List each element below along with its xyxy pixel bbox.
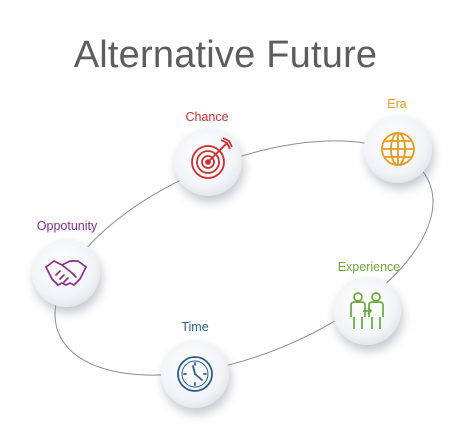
node-experience[interactable] (333, 277, 401, 345)
handshake-icon (45, 260, 87, 286)
node-label-experience: Experience (337, 260, 401, 274)
node-opportunity[interactable] (32, 239, 100, 307)
globe-icon (381, 132, 415, 166)
page-title: Alternative Future (73, 34, 378, 76)
two-people-exchange-icon (350, 292, 384, 329)
clock-icon (177, 356, 213, 392)
node-label-era: Era (387, 97, 407, 111)
node-label-chance: Chance (185, 110, 229, 124)
node-time[interactable] (161, 340, 229, 408)
node-label-time: Time (181, 320, 209, 334)
node-era[interactable] (364, 115, 432, 183)
target-icon (191, 137, 233, 179)
node-chance[interactable] (174, 128, 242, 196)
node-label-opportunity: Oppotunity (36, 219, 98, 233)
